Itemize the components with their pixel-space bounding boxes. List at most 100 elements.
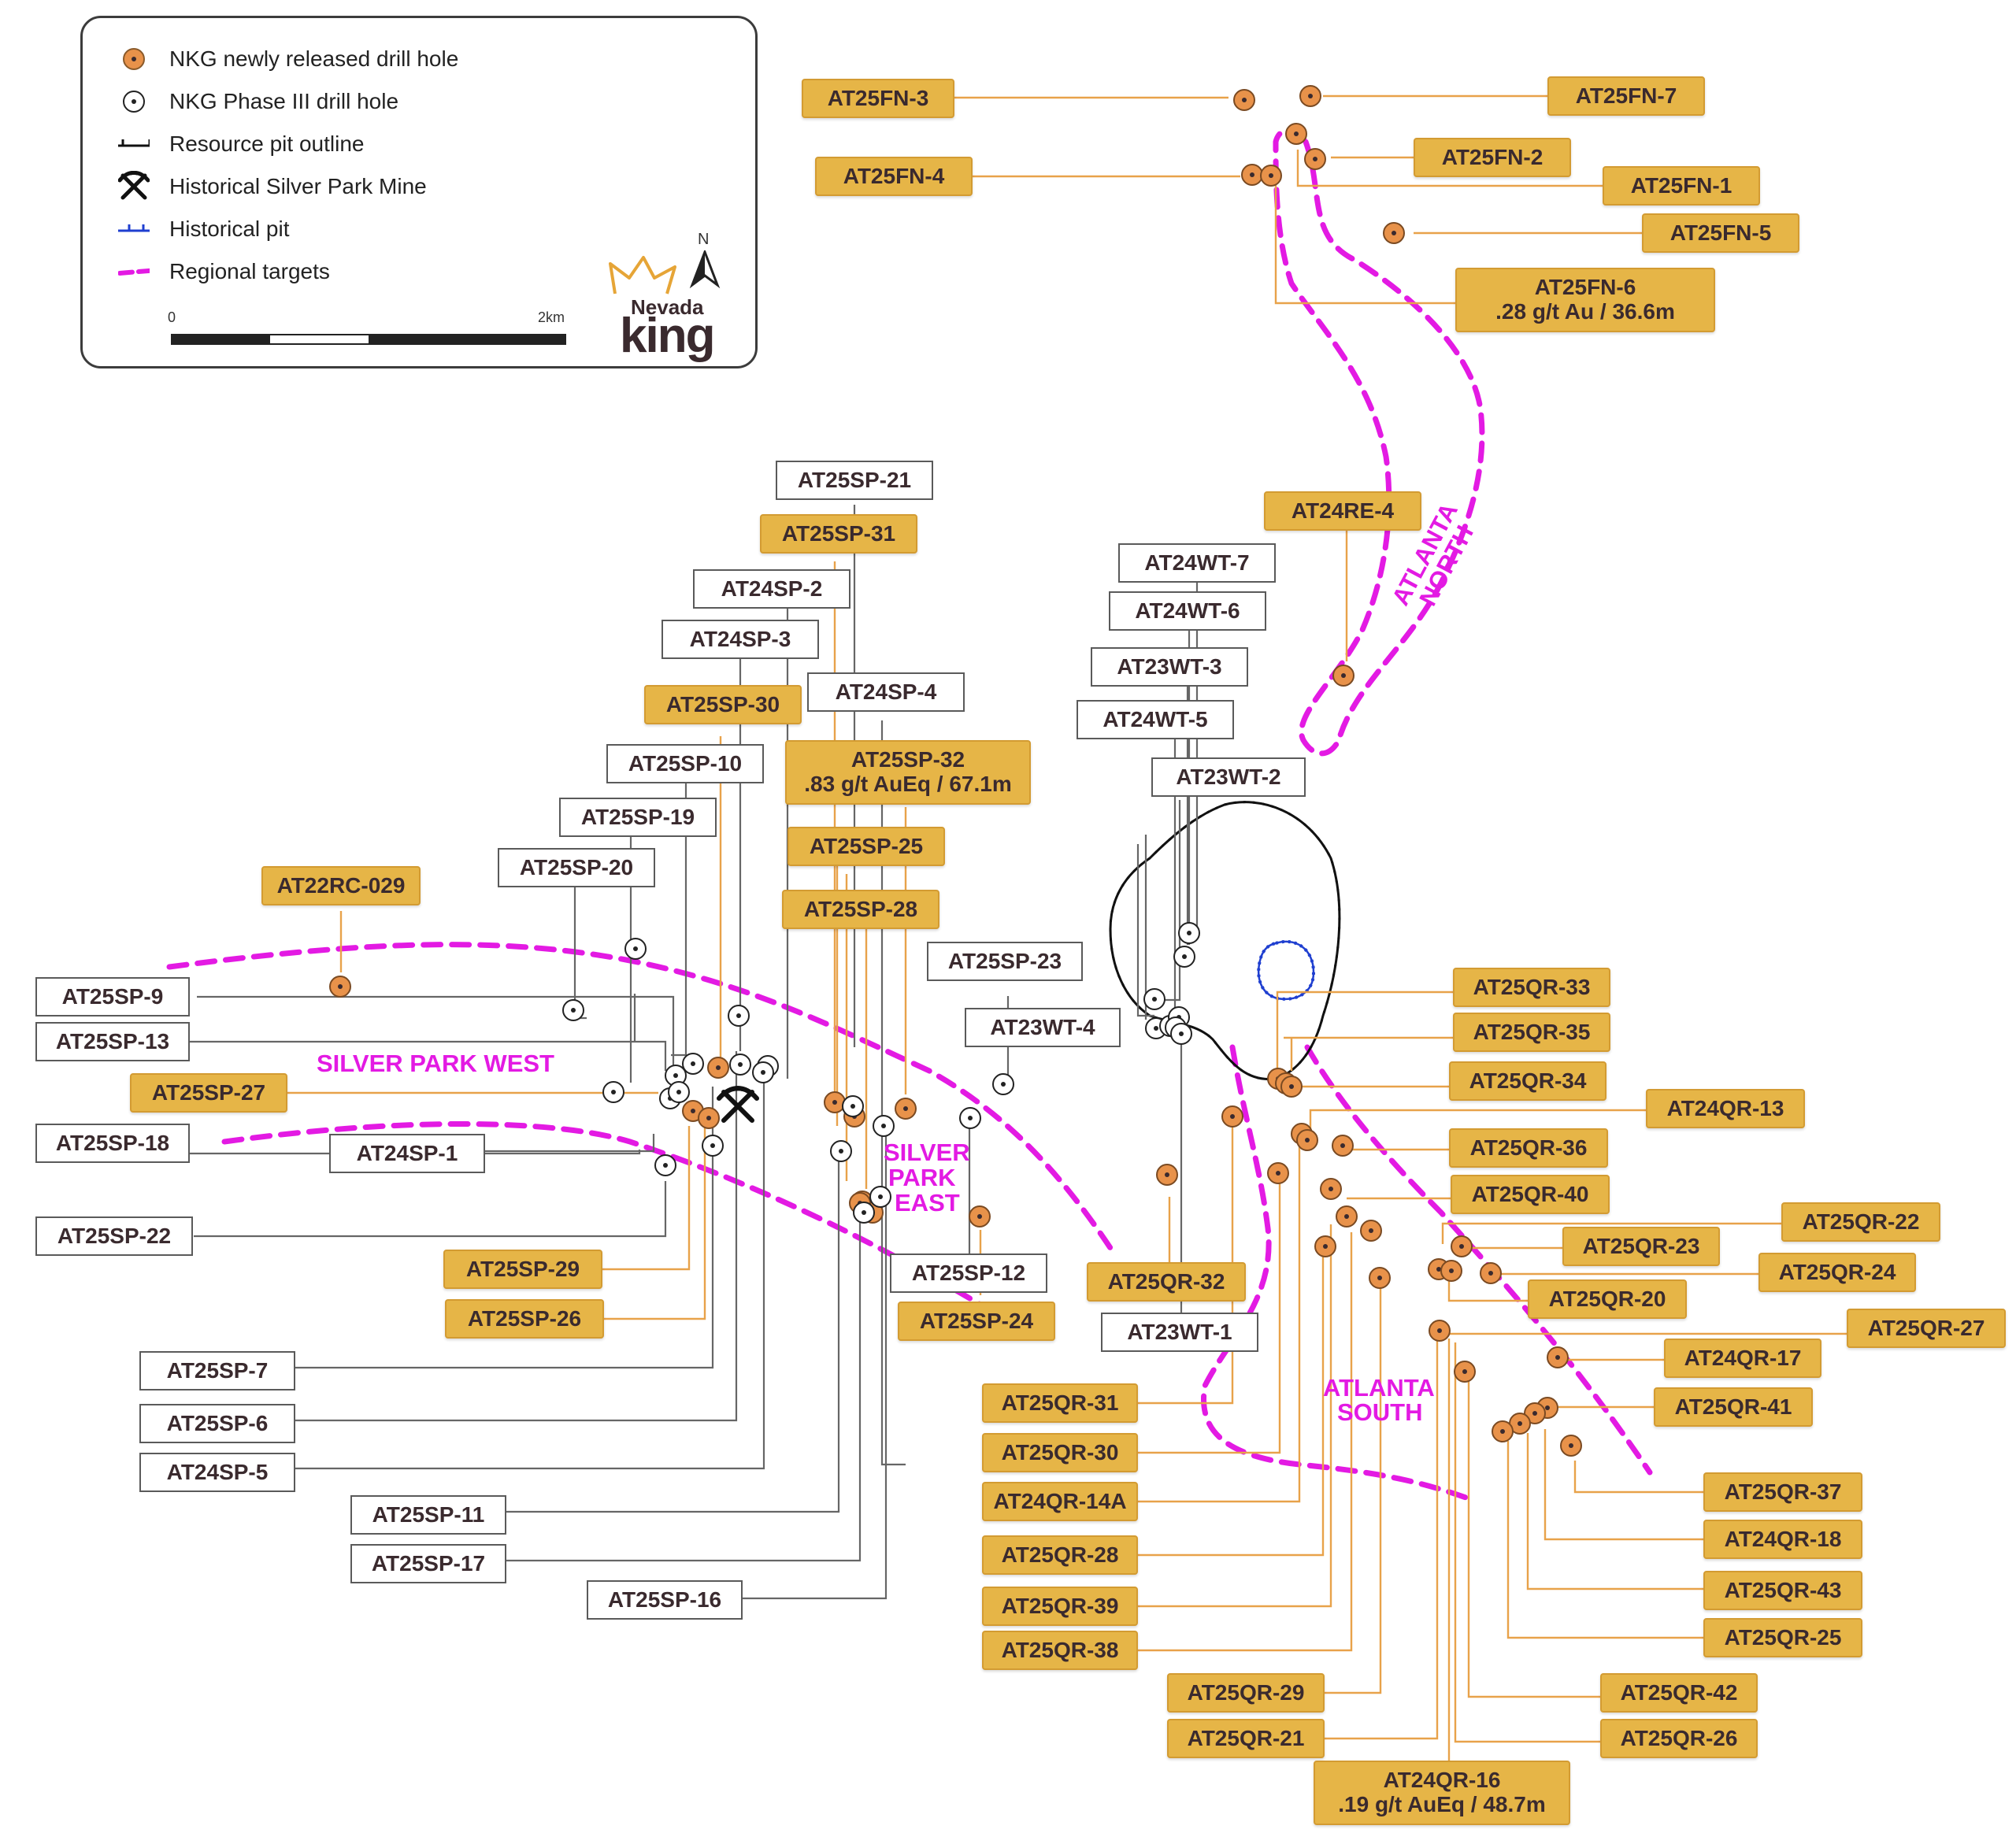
- label-AT25QR-24: AT25QR-24: [1758, 1253, 1916, 1292]
- label-AT25QR-43: AT25QR-43: [1703, 1571, 1862, 1610]
- drill-hole-center-dot: [850, 1104, 855, 1109]
- brand-crown-icon: [609, 256, 676, 294]
- label-AT24QR-13: AT24QR-13: [1646, 1089, 1805, 1128]
- label-AT24WT-7: AT24WT-7: [1118, 543, 1276, 583]
- label-AT25FN-3: AT25FN-3: [802, 79, 954, 118]
- drill-hole-center-dot: [1545, 1405, 1550, 1410]
- drill-hole-center-dot: [1488, 1271, 1493, 1276]
- label-AT24QR-17: AT24QR-17: [1664, 1339, 1821, 1378]
- white-drill-hole-icon: [118, 86, 150, 117]
- drill-hole-center-dot: [1323, 1244, 1328, 1249]
- scale-start-label: 0: [168, 309, 176, 325]
- label-AT25QR-20: AT25QR-20: [1528, 1279, 1687, 1319]
- drill-hole-center-dot: [1294, 131, 1299, 136]
- label-AT25SP-13: AT25SP-13: [35, 1022, 190, 1061]
- label-AT25QR-23: AT25QR-23: [1562, 1227, 1720, 1266]
- label-AT25SP-26: AT25SP-26: [445, 1299, 604, 1339]
- label-AT25SP-30: AT25SP-30: [644, 685, 802, 724]
- drill-hole-center-dot: [1329, 1187, 1333, 1191]
- scale-bar: [171, 334, 566, 345]
- label-AT22RC-029: AT22RC-029: [261, 866, 421, 905]
- region-label-atlanta-south-line2: SOUTH: [1337, 1398, 1423, 1426]
- brand-name-bottom: king: [620, 309, 715, 363]
- drill-hole-center-dot: [881, 1124, 886, 1128]
- legend-label: Resource pit outline: [169, 131, 365, 156]
- drill-hole-center-dot: [691, 1061, 695, 1066]
- drill-hole-center-dot: [903, 1106, 908, 1111]
- drill-hole-center-dot: [1500, 1429, 1505, 1434]
- drill-hole-center-dot: [663, 1163, 668, 1168]
- drill-hole-center-dot: [832, 1100, 837, 1105]
- label-AT25FN-7: AT25FN-7: [1547, 76, 1705, 116]
- label-AT25QR-35: AT25QR-35: [1453, 1013, 1610, 1052]
- drill-hole-center-dot: [1392, 231, 1396, 235]
- drill-hole-center-dot: [1341, 673, 1346, 678]
- label-AT24SP-3: AT24SP-3: [662, 620, 819, 659]
- region-label-silver-park-east-line1: SILVER: [884, 1139, 970, 1166]
- mine-pickaxes-icon: [118, 171, 150, 202]
- drill-hole-center-dot: [1001, 1082, 1006, 1087]
- label-AT25SP-32: AT25SP-32.83 g/t AuEq / 67.1m: [785, 740, 1031, 805]
- drill-hole-center-dot: [1377, 1276, 1382, 1280]
- drill-hole-center-dot: [691, 1109, 695, 1113]
- drill-hole-center-dot: [1462, 1369, 1467, 1374]
- label-AT25QR-37: AT25QR-37: [1703, 1472, 1862, 1512]
- region-label-silver-park-east-line2: PARK: [888, 1164, 956, 1191]
- label-AT25SP-24: AT25SP-24: [898, 1302, 1055, 1341]
- legend-label: Regional targets: [169, 259, 330, 283]
- drill-hole-center-dot: [1344, 1214, 1349, 1219]
- label-AT25QR-39: AT25QR-39: [982, 1587, 1138, 1626]
- drill-hole-center-dot: [1230, 1114, 1235, 1119]
- drill-hole-center-dot: [761, 1070, 765, 1075]
- label-AT25SP-21: AT25SP-21: [776, 461, 933, 500]
- drill-hole-center-dot: [676, 1090, 681, 1094]
- label-AT25SP-12: AT25SP-12: [890, 1253, 1047, 1293]
- label-AT25QR-22: AT25QR-22: [1781, 1202, 1940, 1242]
- historical-pit: [1257, 939, 1316, 1001]
- drill-hole-center-dot: [1532, 1411, 1537, 1416]
- drill-hole-center-dot: [1179, 1031, 1184, 1036]
- north-arrow-icon: [689, 250, 721, 289]
- drill-hole-center-dot: [1305, 1138, 1310, 1142]
- drill-hole-center-dot: [968, 1116, 973, 1120]
- label-AT25QR-26: AT25QR-26: [1600, 1719, 1758, 1758]
- phase-iii-drill-holes: [562, 922, 1200, 1224]
- label-AT25QR-40: AT25QR-40: [1451, 1175, 1610, 1214]
- label-AT25SP-7: AT25SP-7: [139, 1351, 295, 1390]
- label-AT25FN-1: AT25FN-1: [1603, 166, 1760, 206]
- regional-target-dash-icon: [118, 256, 150, 287]
- drill-hole-center-dot: [1308, 94, 1313, 98]
- label-AT25SP-11: AT25SP-11: [350, 1495, 506, 1535]
- legend-label: Historical pit: [169, 217, 290, 241]
- label-AT25SP-16: AT25SP-16: [587, 1580, 743, 1620]
- label-AT24QR-14A: AT24QR-14A: [982, 1482, 1138, 1521]
- drill-hole-center-dot: [710, 1143, 715, 1148]
- label-AT25SP-19: AT25SP-19: [559, 798, 717, 837]
- label-AT25QR-36: AT25QR-36: [1449, 1128, 1608, 1168]
- region-label-silver-park-west: SILVER PARK WEST: [317, 1050, 554, 1077]
- drill-hole-center-dot: [1555, 1355, 1560, 1360]
- drill-hole-center-dot: [977, 1214, 982, 1219]
- drill-hole-center-dot: [1152, 997, 1157, 1002]
- drill-hole-center-dot: [338, 984, 343, 989]
- drill-hole-center-dot: [1289, 1084, 1294, 1089]
- label-AT24WT-6: AT24WT-6: [1109, 591, 1266, 631]
- label-AT24QR-18: AT24QR-18: [1703, 1520, 1862, 1559]
- drill-hole-center-dot: [611, 1090, 616, 1094]
- mine-pickaxes-icon: [717, 1086, 759, 1123]
- drill-hole-center-dot: [1250, 172, 1254, 177]
- drill-hole-center-dot: [1276, 1171, 1280, 1176]
- brand-name-top: Nevada: [631, 295, 704, 319]
- drill-hole-center-dot: [1518, 1421, 1522, 1426]
- label-AT23WT-4: AT23WT-4: [965, 1008, 1121, 1047]
- scale-end-label: 2km: [538, 309, 565, 325]
- drill-hole-center-dot: [1569, 1443, 1573, 1448]
- label-AT23WT-3: AT23WT-3: [1091, 647, 1248, 687]
- region-label-silver-park-east-line3: EAST: [895, 1189, 960, 1216]
- drill-hole-center-dot: [1449, 1268, 1454, 1273]
- drill-hole-center-dot: [1154, 1026, 1158, 1031]
- label-AT25SP-9: AT25SP-9: [35, 977, 190, 1016]
- label-AT25FN-4: AT25FN-4: [815, 157, 973, 196]
- label-AT25QR-28: AT25QR-28: [982, 1535, 1138, 1575]
- drill-hole-center-dot: [716, 1065, 721, 1070]
